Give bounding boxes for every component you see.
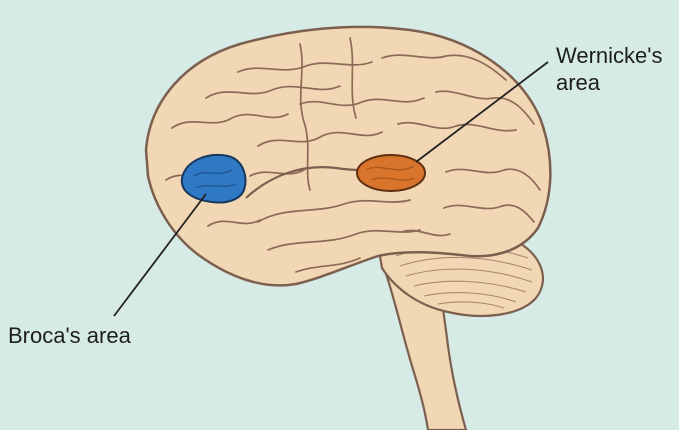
wernicke-label: Wernicke's area	[556, 42, 663, 96]
wernicke-label-line2: area	[556, 70, 601, 95]
broca-leader-line	[113, 193, 207, 317]
wernicke-leader-line	[415, 61, 549, 163]
broca-label: Broca's area	[8, 323, 131, 348]
temporal-folds	[257, 199, 421, 273]
brainstem	[376, 250, 468, 430]
broca-area	[180, 154, 247, 204]
broca-area-folds	[193, 169, 237, 189]
wernicke-label-line1: Wernicke's	[556, 43, 663, 68]
wernicke-area	[356, 154, 426, 192]
wernicke-area-folds	[365, 165, 415, 181]
